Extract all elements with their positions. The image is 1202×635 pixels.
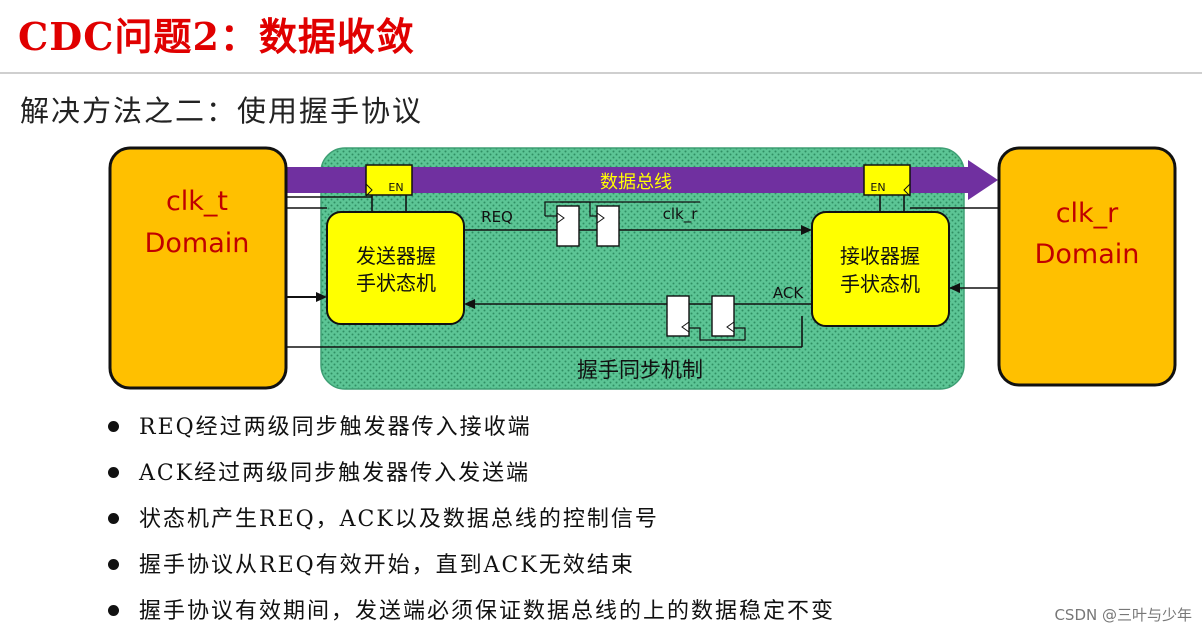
bullet-dot-icon: [108, 466, 119, 478]
req-label: REQ: [481, 208, 513, 226]
bullet-dot-icon: [108, 420, 119, 432]
sync-region: [320, 147, 965, 390]
clk-r-domain-box: [997, 146, 1177, 387]
clk-t-domain-box: [108, 146, 288, 390]
req-sync-flop-2: [596, 205, 620, 247]
watermark: CSDN @三叶与少年: [1054, 606, 1192, 624]
title-divider: [0, 72, 1202, 74]
bullet-item: 状态机产生REQ，ACK以及数据总线的控制信号: [108, 497, 835, 543]
bullet-dot-icon: [108, 558, 119, 570]
slide-title: CDC问题2：数据收敛: [18, 14, 415, 59]
sender-en-register: EN: [365, 164, 413, 197]
bullet-item: REQ经过两级同步触发器传入接收端: [108, 405, 835, 451]
clk-t-domain-label-2: Domain: [145, 228, 250, 259]
clk-r-domain-label-2: Domain: [1035, 239, 1140, 270]
bullet-dot-icon: [108, 512, 119, 524]
sender-input-arrow: [316, 292, 327, 302]
svg-text:EN: EN: [870, 181, 885, 194]
sender-fsm-label-2: 手状态机: [356, 271, 436, 295]
sender-fsm-box: [326, 211, 465, 325]
bullet-item: 握手协议有效期间，发送端必须保证数据总线的上的数据稳定不变: [108, 589, 835, 635]
clk-t-domain-label-1: clk_t: [166, 186, 228, 217]
bullet-item: 握手协议从REQ有效开始，直到ACK无效结束: [108, 543, 835, 589]
ack-label: ACK: [773, 284, 804, 302]
handshake-diagram: 数据总线 clk_t Domain clk_r Domain 发送器握 手状态机…: [108, 146, 1177, 390]
receiver-fsm-label-1: 接收器握: [840, 244, 920, 268]
bullet-list: REQ经过两级同步触发器传入接收端 ACK经过两级同步触发器传入发送端 状态机产…: [108, 405, 835, 635]
ack-sync-flop-2: [711, 295, 735, 337]
req-sync-flop-1: [556, 205, 580, 247]
ack-sync-flop-1: [666, 295, 690, 337]
svg-text:EN: EN: [388, 181, 403, 194]
data-bus-label: 数据总线: [600, 172, 672, 193]
receiver-fsm-box: [811, 211, 950, 327]
bullet-item: ACK经过两级同步触发器传入发送端: [108, 451, 835, 497]
sender-fsm-label-1: 发送器握: [356, 244, 436, 268]
mechanism-label: 握手同步机制: [577, 358, 703, 382]
clk-r-label: clk_r: [663, 205, 699, 224]
bullet-dot-icon: [108, 604, 119, 616]
receiver-fsm-label-2: 手状态机: [840, 272, 920, 296]
receiver-en-register: EN: [863, 164, 911, 197]
clk-r-domain-label-1: clk_r: [1056, 198, 1119, 229]
slide-subtitle: 解决方法之二：使用握手协议: [20, 94, 424, 128]
data-bus-arrow: [287, 160, 998, 200]
receiver-input-arrow: [949, 283, 960, 293]
